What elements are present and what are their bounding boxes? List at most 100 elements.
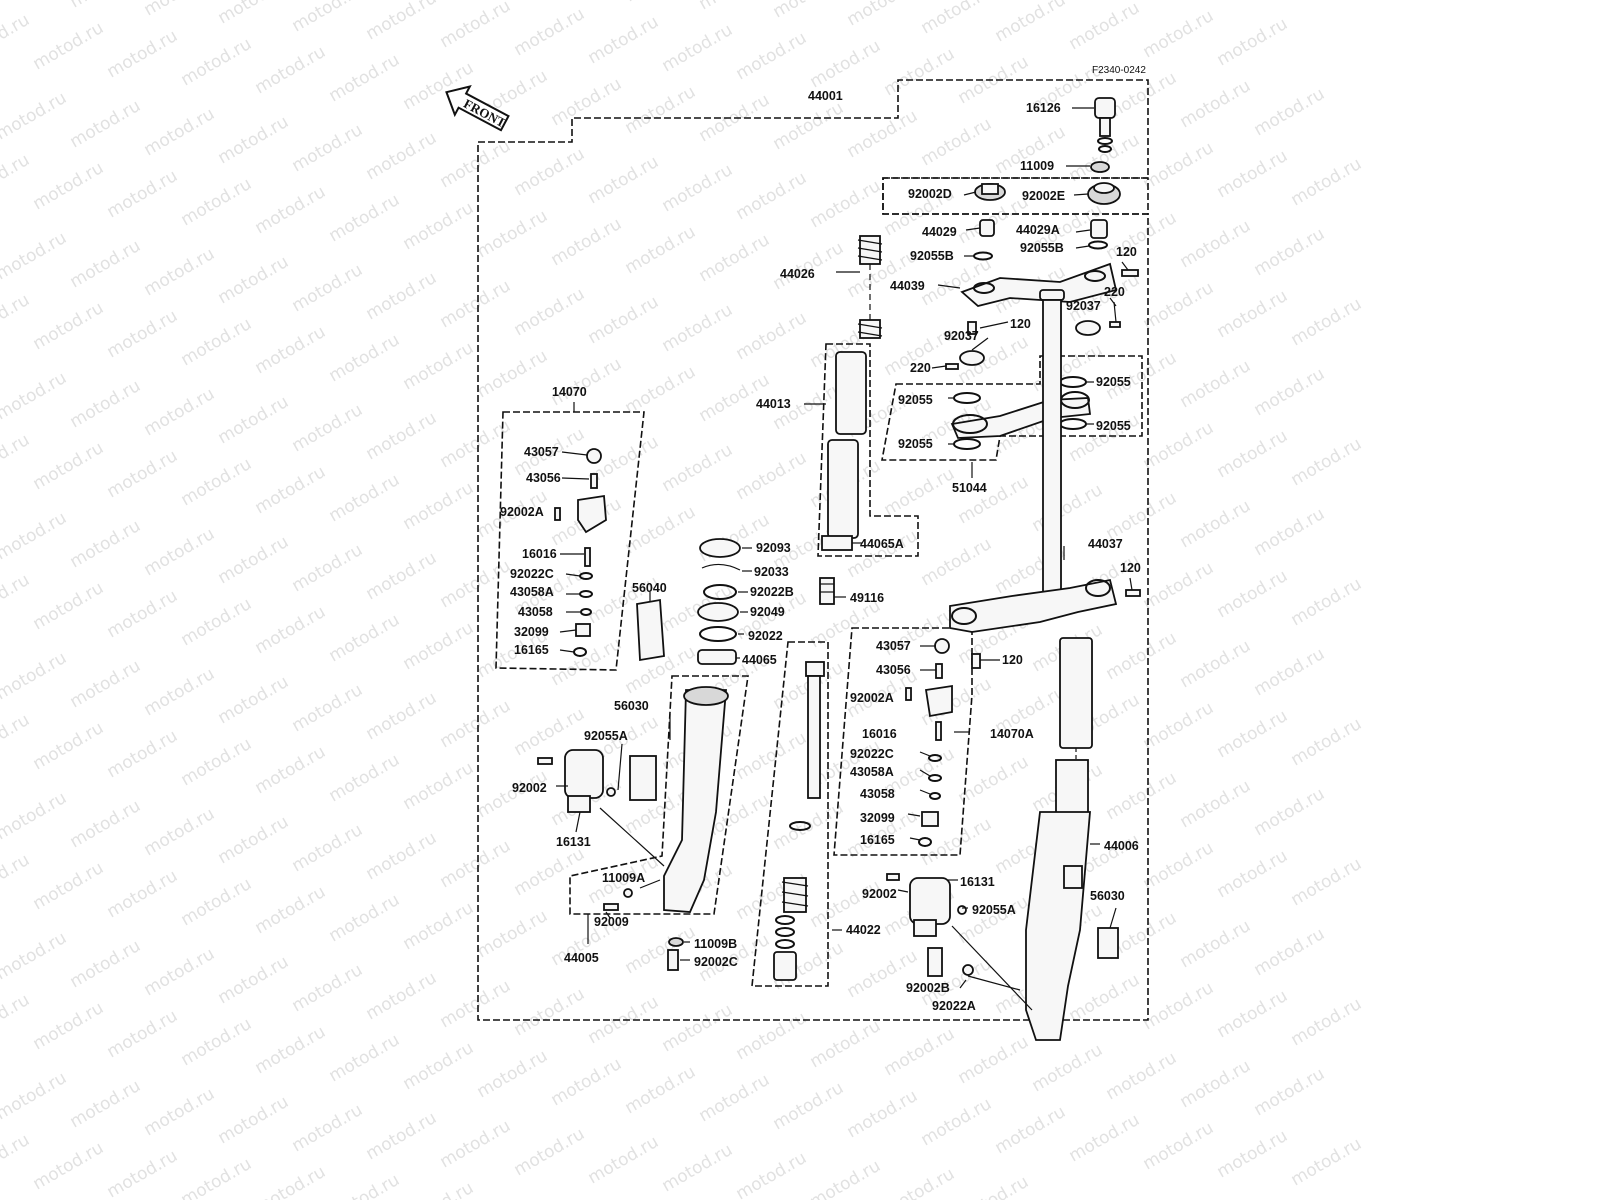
- watermark-text: motod.ru: [992, 0, 1070, 46]
- label-44029: 44029: [922, 225, 957, 239]
- watermark-text: motod.ru: [770, 0, 848, 22]
- label-44013: 44013: [756, 397, 791, 411]
- watermark-text: motod.ru: [437, 0, 515, 52]
- watermark-text: motod.ru: [178, 874, 256, 930]
- watermark-text: motod.ru: [289, 820, 367, 876]
- watermark-text: motod.ru: [30, 158, 108, 214]
- label-92002C: 92002C: [694, 955, 738, 969]
- watermark-text: motod.ru: [215, 532, 293, 588]
- watermark-text: motod.ru: [30, 858, 108, 914]
- watermark-text: motod.ru: [474, 906, 552, 962]
- part-92002C-bolt: [667, 949, 679, 971]
- label-92002-a: 92002: [512, 781, 547, 795]
- part-92037-clamp-2: [959, 350, 985, 366]
- watermark-text: motod.ru: [215, 812, 293, 868]
- watermark-text: motod.ru: [955, 1032, 1033, 1088]
- watermark-text: motod.ru: [437, 1116, 515, 1172]
- watermark-text: motod.ru: [1066, 970, 1144, 1026]
- part-92055-oring-a: [953, 392, 981, 404]
- kit-box-44005: [569, 675, 749, 915]
- watermark-text: motod.ru: [252, 42, 330, 98]
- watermark-text: motod.ru: [918, 1094, 996, 1150]
- watermark-text: motod.ru: [400, 1038, 478, 1094]
- part-44029-cap: [979, 219, 995, 237]
- label-120-d: 120: [1002, 653, 1023, 667]
- watermark-text: motod.ru: [215, 1092, 293, 1148]
- label-92002A-a: 92002A: [500, 505, 544, 519]
- watermark-text: motod.ru: [622, 362, 700, 418]
- watermark-text: motod.ru: [1177, 356, 1255, 412]
- watermark-text: motod.ru: [252, 882, 330, 938]
- label-44037: 44037: [1088, 537, 1123, 551]
- label-43058-a: 43058: [518, 605, 553, 619]
- part-44026-spring: [857, 235, 883, 339]
- label-44022: 44022: [846, 923, 881, 937]
- watermark-text: motod.ru: [1214, 286, 1292, 342]
- watermark-text: motod.ru: [659, 440, 737, 496]
- watermark-text: motod.ru: [0, 88, 70, 144]
- watermark-text: motod.ru: [733, 168, 811, 224]
- watermark-text: motod.ru: [733, 1148, 811, 1200]
- watermark-text: motod.ru: [1029, 1040, 1107, 1096]
- label-51044: 51044: [952, 481, 987, 495]
- watermark-text: motod.ru: [1177, 76, 1255, 132]
- watermark-text: motod.ru: [252, 322, 330, 378]
- watermark-text: motod.ru: [1251, 924, 1329, 980]
- watermark-text: motod.ru: [622, 82, 700, 138]
- watermark-text: motod.ru: [252, 182, 330, 238]
- watermark-text: motod.ru: [1251, 1064, 1329, 1120]
- watermark-text: motod.ru: [1103, 768, 1181, 824]
- watermark-text: motod.ru: [289, 0, 367, 36]
- watermark-text: motod.ru: [585, 12, 663, 68]
- watermark-text: motod.ru: [1288, 1134, 1366, 1190]
- label-16131-a: 16131: [556, 835, 591, 849]
- watermark-text: motod.ru: [881, 1024, 959, 1080]
- label-44026: 44026: [780, 267, 815, 281]
- label-32099-b: 32099: [860, 811, 895, 825]
- watermark-text: motod.ru: [585, 1132, 663, 1188]
- part-14070-left-kit: [554, 448, 607, 657]
- label-220-a: 220: [1104, 285, 1125, 299]
- watermark-text: motod.ru: [67, 96, 145, 152]
- label-56030-b: 56030: [1090, 889, 1125, 903]
- watermark-text: motod.ru: [733, 28, 811, 84]
- kit-box-44013: [817, 343, 919, 557]
- watermark-text: motod.ru: [0, 1068, 70, 1124]
- kit-box-51044: [881, 355, 1143, 461]
- label-92055B-b: 92055B: [1020, 241, 1064, 255]
- watermark-text: motod.ru: [363, 408, 441, 464]
- watermark-text: motod.ru: [0, 228, 70, 284]
- watermark-text: motod.ru: [696, 1070, 774, 1126]
- part-56030-label-left: [629, 755, 657, 801]
- watermark-text: motod.ru: [881, 1164, 959, 1200]
- watermark-text: motod.ru: [0, 788, 70, 844]
- watermark-text: motod.ru: [104, 26, 182, 82]
- watermark-text: motod.ru: [104, 1146, 182, 1200]
- watermark-text: motod.ru: [1140, 6, 1218, 62]
- part-220-screw-2: [945, 363, 959, 370]
- watermark-text: motod.ru: [215, 952, 293, 1008]
- part-92055B-oring-2: [1088, 240, 1108, 250]
- watermark-text: motod.ru: [1140, 1118, 1218, 1174]
- leader-lines: [556, 107, 1133, 1011]
- watermark-text: motod.ru: [881, 44, 959, 100]
- watermark-text: motod.ru: [585, 152, 663, 208]
- part-11009B-washer: [668, 937, 684, 947]
- watermark-text: motod.ru: [696, 510, 774, 566]
- watermark-text: motod.ru: [215, 392, 293, 448]
- watermark-text: motod.ru: [548, 634, 626, 690]
- watermark-text: motod.ru: [67, 516, 145, 572]
- label-92049: 92049: [750, 605, 785, 619]
- label-32099-a: 32099: [514, 625, 549, 639]
- label-120-a: 120: [1116, 245, 1137, 259]
- watermark-text: motod.ru: [1288, 294, 1366, 350]
- watermark-text: motod.ru: [326, 50, 404, 106]
- part-92037-clamp: [1075, 320, 1101, 336]
- watermark-text: motod.ru: [0, 928, 70, 984]
- label-92055-c: 92055: [1096, 419, 1131, 433]
- label-92002A-b: 92002A: [850, 691, 894, 705]
- watermark-text: motod.ru: [178, 1154, 256, 1200]
- watermark-text: motod.ru: [67, 376, 145, 432]
- label-92002E: 92002E: [1022, 189, 1065, 203]
